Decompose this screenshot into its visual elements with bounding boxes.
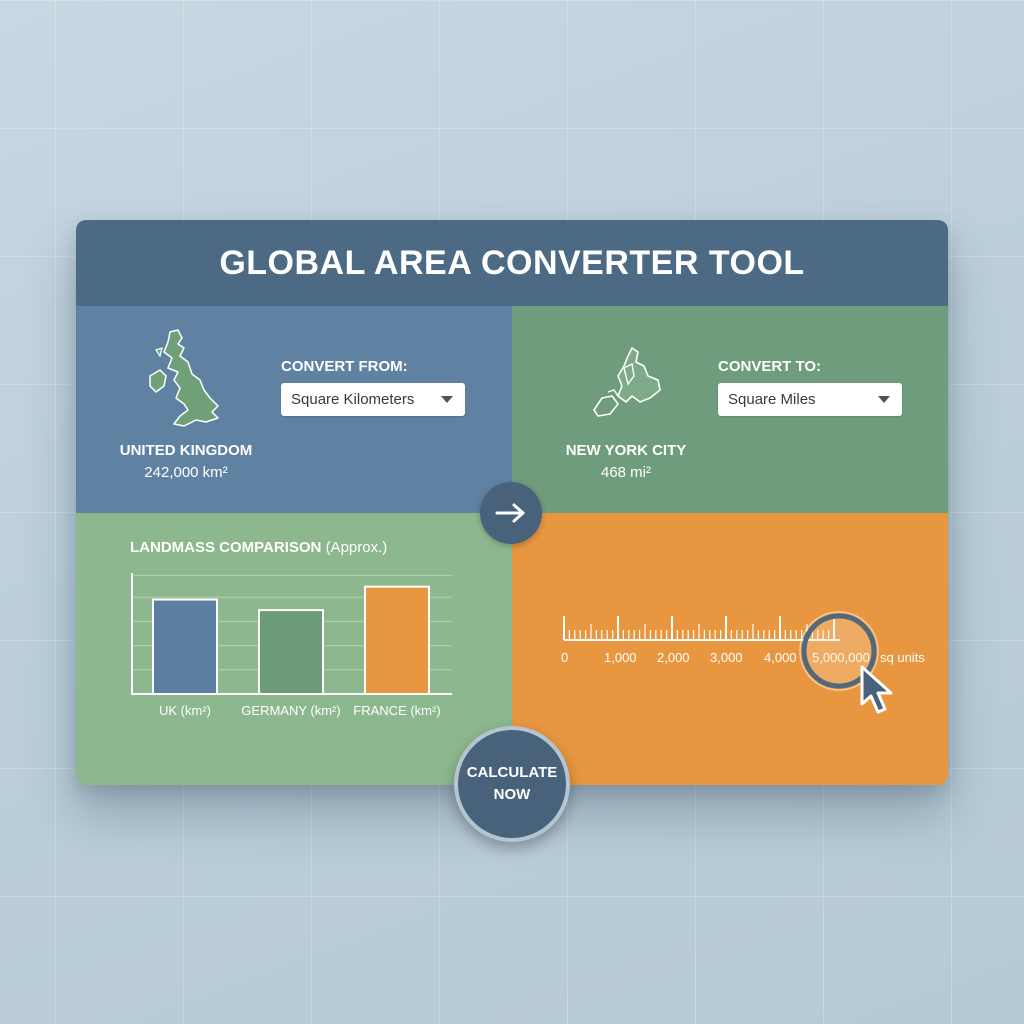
convert-to-label: CONVERT TO: <box>718 358 822 375</box>
uk-map-icon <box>149 329 219 427</box>
chart-title-subtitle: (Approx.) <box>325 539 388 556</box>
landmass-bar-chart: UK (km²) GERMANY (km²) FRANCE (km²) <box>131 573 452 718</box>
ruler-label-5000000: 5,000,000 <box>812 650 870 665</box>
ruler-unit-label: sq units <box>880 650 925 665</box>
title-bar: GLOBAL AREA CONVERTER TOOL <box>76 220 948 306</box>
chevron-down-icon <box>878 396 890 403</box>
convert-to-select-value: Square Miles <box>728 391 816 408</box>
calculate-button-line2: NOW <box>493 786 531 803</box>
page-title: GLOBAL AREA CONVERTER TOOL <box>219 243 805 282</box>
chart-bars <box>152 585 430 696</box>
to-place-area: 468 mi² <box>600 464 652 481</box>
convert-to-select[interactable]: Square Miles <box>718 383 902 416</box>
chart-bar <box>152 598 218 695</box>
convert-arrow-button[interactable] <box>480 482 542 544</box>
from-place-name: UNITED KINGDOM <box>119 442 253 459</box>
chart-category-labels: UK (km²) GERMANY (km²) FRANCE (km²) <box>159 703 441 718</box>
ruler-label-2000: 2,000 <box>657 650 690 665</box>
calculate-button-line1: CALCULATE <box>466 764 558 781</box>
arrow-right-icon <box>495 503 525 523</box>
from-place-area: 242,000 km² <box>144 464 228 481</box>
chart-bar <box>258 609 324 696</box>
chevron-down-icon <box>441 396 453 403</box>
ruler-label-0: 0 <box>561 650 569 665</box>
chart-bar <box>364 585 430 695</box>
convert-from-select[interactable]: Square Kilometers <box>281 383 465 416</box>
to-place-name: NEW YORK CITY <box>565 442 687 459</box>
chart-title-main: LANDMASS COMPARISON <box>130 539 322 556</box>
ruler-label-1000: 1,000 <box>604 650 637 665</box>
ruler-ticks <box>563 616 835 640</box>
ruler-label-4000: 4,000 <box>764 650 797 665</box>
nyc-map-icon <box>593 347 661 417</box>
chart-category-label: GERMANY (km²) <box>241 703 340 718</box>
scale-ruler[interactable] <box>556 612 846 646</box>
chart-category-label: FRANCE (km²) <box>353 703 440 718</box>
ruler-label-3000: 3,000 <box>710 650 743 665</box>
convert-from-select-value: Square Kilometers <box>291 391 415 408</box>
calculate-now-button[interactable]: CALCULATE NOW <box>454 726 570 842</box>
chart-category-label: UK (km²) <box>159 703 211 718</box>
convert-from-label: CONVERT FROM: <box>281 358 408 375</box>
magnifier-icon <box>799 611 879 691</box>
chart-title: LANDMASS COMPARISON (Approx.) <box>130 539 387 556</box>
mouse-cursor-icon <box>860 665 893 714</box>
